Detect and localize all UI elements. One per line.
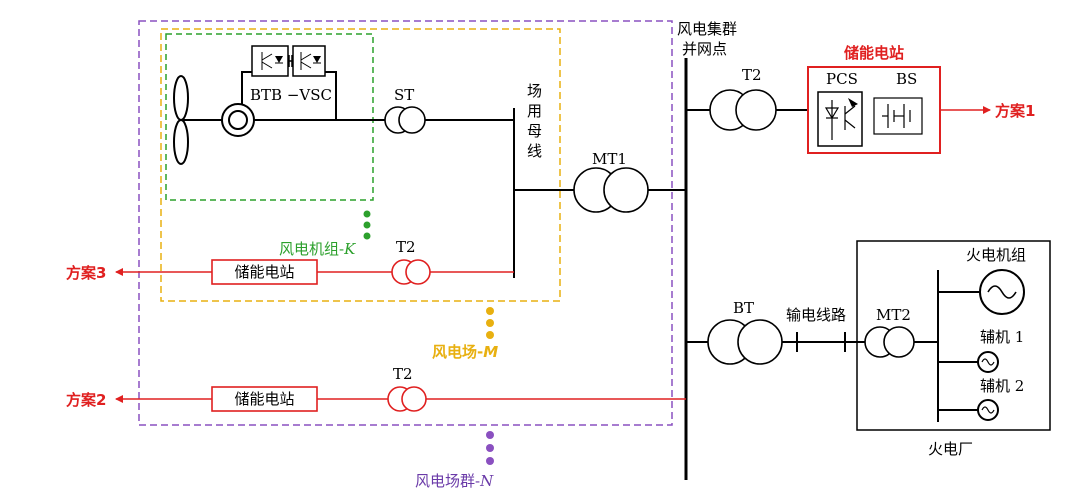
farm-ellipsis-dots: [486, 307, 494, 339]
btb-vsc-converter-icon: [251, 45, 326, 77]
converter-link-right: [325, 71, 337, 120]
aux1-motor-icon: [977, 351, 999, 373]
scheme2-label: 方案2: [66, 391, 106, 409]
mt1-transformer-icon: [573, 167, 649, 213]
mt2-transformer-icon: [864, 326, 915, 358]
cluster-storage-label: 储能电站: [234, 390, 294, 408]
aux1-label: 辅机 1: [980, 328, 1024, 346]
aux2-motor-icon: [977, 399, 999, 421]
t2-wf-transformer-icon: [391, 259, 431, 285]
converter-link-left: [241, 71, 252, 104]
thermal-plant-box: [856, 240, 1051, 431]
t2-top-label: T2: [742, 66, 762, 84]
st-label: ST: [394, 86, 414, 104]
storage-station-title: 储能电站: [844, 44, 904, 62]
t2-transformer-icon: [709, 89, 777, 131]
station-bus-label-3: 母: [527, 122, 542, 140]
wf-storage-box: [211, 259, 318, 285]
bt-transformer-icon: [707, 319, 783, 365]
mt2-label: MT2: [876, 306, 911, 324]
btb-vsc-label: BTB −VSC: [250, 86, 332, 104]
turbine-ellipsis-dots: [363, 210, 371, 240]
thermal-generator-icon: [979, 269, 1025, 315]
cluster-storage-box: [211, 386, 318, 412]
thermal-unit-label: 火电机组: [966, 246, 1026, 264]
station-bus-label-1: 场: [527, 82, 542, 100]
cluster-group-label: 风电场群-N: [415, 472, 494, 490]
bs-label: BS: [896, 70, 917, 88]
st-transformer-icon: [384, 106, 426, 134]
station-bus-label-2: 用: [527, 102, 542, 120]
mt1-label: MT1: [592, 150, 627, 168]
turbine-group-label: 风电机组-K: [279, 240, 356, 258]
thermal-plant-label: 火电厂: [928, 440, 973, 458]
farm-group-label: 风电场-M: [432, 343, 498, 361]
cluster-ellipsis-dots: [486, 431, 494, 465]
wind-cluster-boundary: [138, 20, 673, 426]
t2-wf-label: T2: [396, 238, 416, 256]
aux2-label: 辅机 2: [980, 377, 1024, 395]
t2-cluster-transformer-icon: [387, 386, 427, 412]
cluster-grid-point-label-1: 风电集群: [677, 20, 737, 38]
pcs-label: PCS: [826, 70, 858, 88]
wind-farm-boundary: [160, 28, 561, 302]
t2-cluster-label: T2: [393, 365, 413, 383]
bt-label: BT: [733, 299, 754, 317]
generator-icon: [221, 103, 255, 137]
scheme1-label: 方案1: [995, 102, 1035, 120]
pcs-converter-icon: [817, 91, 863, 147]
wf-storage-label: 储能电站: [234, 263, 294, 281]
scheme3-label: 方案3: [66, 264, 106, 282]
wind-turbine-boundary: [165, 33, 374, 201]
transmission-line-label: 输电线路: [786, 306, 846, 324]
battery-icon: [873, 97, 923, 135]
cluster-grid-point-label-2: 并网点: [682, 40, 727, 58]
station-bus-label-4: 线: [527, 142, 542, 160]
